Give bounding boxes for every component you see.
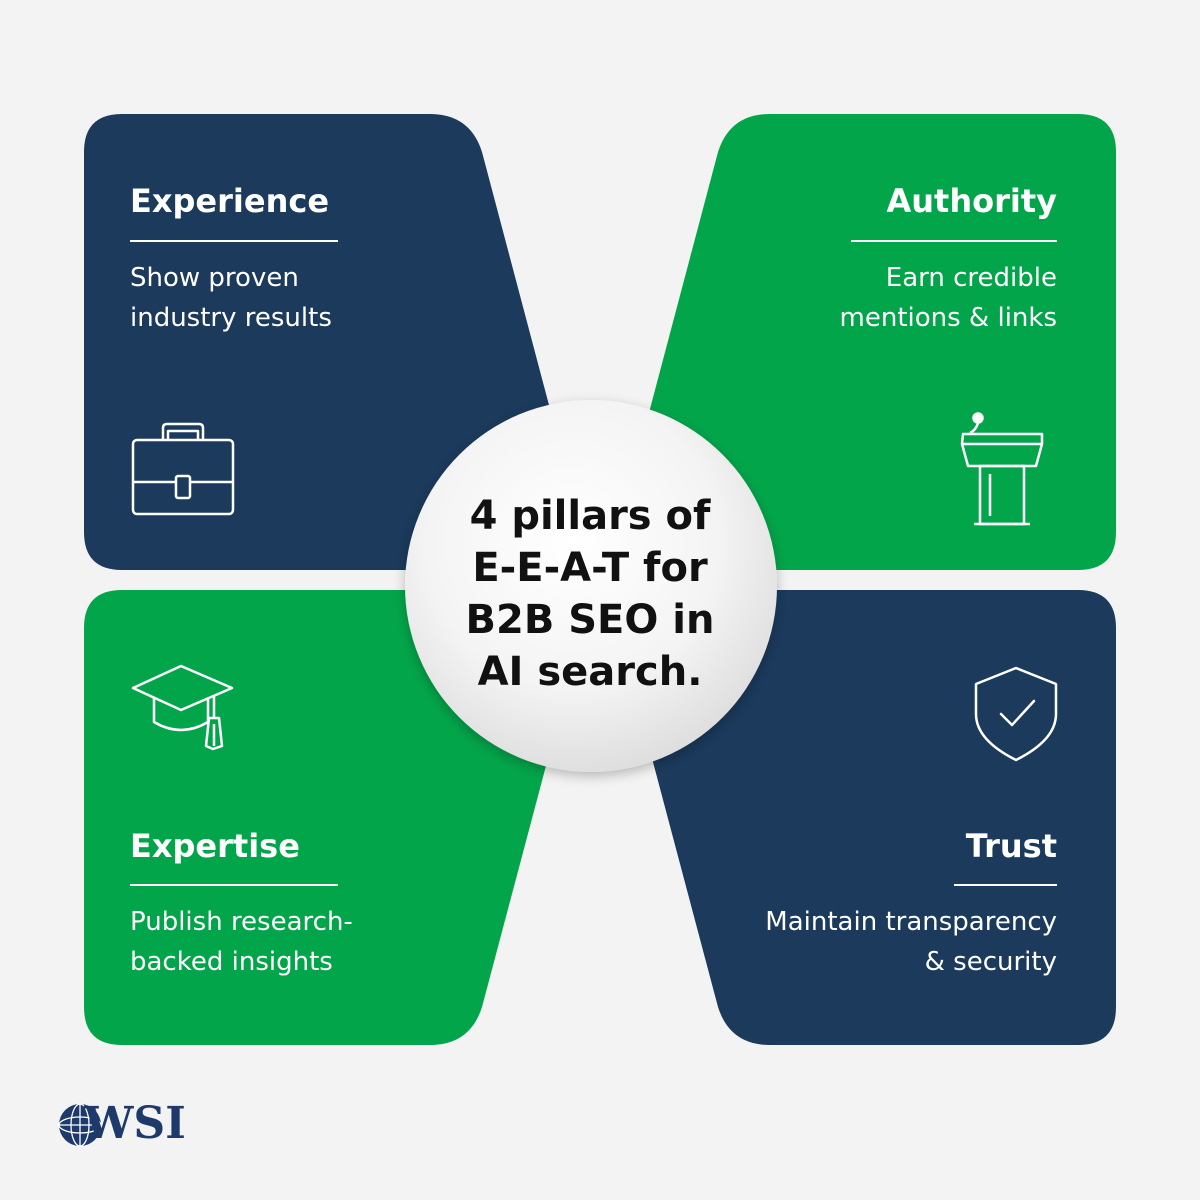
center-circle (405, 400, 777, 772)
pillar-desc-trust: Maintain transparency & security (765, 907, 1057, 977)
divider-expertise (130, 884, 338, 886)
pillar-title-expertise: Expertise (130, 827, 300, 865)
podium-icon (960, 412, 1044, 526)
briefcase-icon (131, 422, 235, 516)
center-title: 4 pillars of E-E-A-T for B2B SEO in AI s… (465, 493, 715, 695)
panel-trust (609, 590, 1116, 1045)
pillar-title-experience: Experience (130, 182, 330, 220)
divider-trust (954, 884, 1057, 886)
pillar-title-authority: Authority (886, 182, 1057, 220)
divider-authority (851, 240, 1057, 242)
graduation-cap-icon (131, 664, 234, 751)
divider-experience (130, 240, 338, 242)
pillar-desc-expertise: Publish research- backed insights (130, 907, 353, 977)
shield-check-icon (974, 666, 1058, 762)
wsi-logo: WSI (84, 1098, 186, 1149)
wsi-globe-icon (58, 1103, 102, 1147)
pillar-desc-experience: Show proven industry results (130, 263, 332, 333)
panel-authority (609, 114, 1116, 570)
pillar-desc-authority: Earn credible mentions & links (839, 263, 1057, 333)
pillar-title-trust: Trust (965, 827, 1057, 865)
